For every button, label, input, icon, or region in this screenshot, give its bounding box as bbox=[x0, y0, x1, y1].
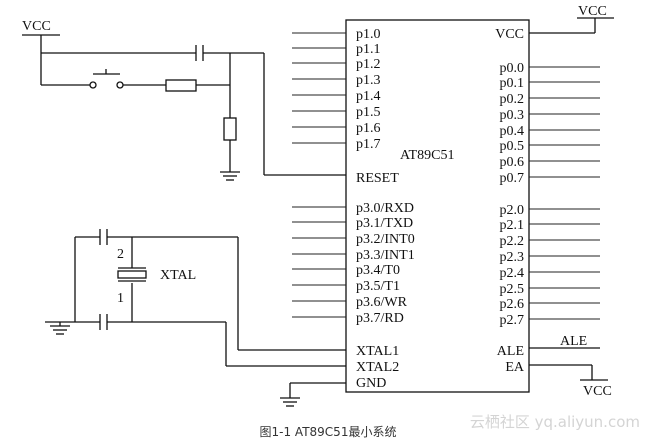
reset-pulldown-resistor bbox=[223, 117, 237, 141]
pin-label-vcc: VCC bbox=[495, 27, 524, 42]
pin-label-p2-7: p2.7 bbox=[500, 313, 525, 328]
pin-label-p1-2: p1.2 bbox=[356, 57, 381, 72]
chip-body bbox=[345, 19, 530, 393]
pin-label-ea: EA bbox=[505, 360, 525, 375]
ale-output: ALE bbox=[529, 334, 600, 349]
pin-label-p0-5: p0.5 bbox=[500, 139, 525, 154]
crystal-symbol bbox=[117, 267, 147, 282]
reset-pushbutton bbox=[89, 69, 124, 89]
crystal-capacitor-2 bbox=[99, 229, 108, 245]
ale-output-label: ALE bbox=[560, 334, 587, 349]
pin-label-p0-1: p0.1 bbox=[500, 76, 525, 91]
pin-label-p1-3: p1.3 bbox=[356, 73, 381, 88]
pin-label-p1-0: p1.0 bbox=[356, 27, 381, 42]
reset-capacitor bbox=[195, 45, 204, 61]
pin-label-p2-0: p2.0 bbox=[500, 203, 525, 218]
watermark: 云栖社区 yq.aliyun.com bbox=[470, 413, 640, 431]
vcc-reset-label: VCC bbox=[22, 19, 51, 34]
pin-label-p0-3: p0.3 bbox=[500, 108, 525, 123]
pin-label-p2-1: p2.1 bbox=[500, 218, 525, 233]
pin-label-p1-5: p1.5 bbox=[356, 105, 381, 120]
pin-label-p2-3: p2.3 bbox=[500, 250, 525, 265]
pin-label-p0-0: p0.0 bbox=[500, 61, 525, 76]
pin-label-p1-6: p1.6 bbox=[356, 121, 381, 136]
crystal-capacitor-1 bbox=[99, 314, 108, 330]
xtal-label: XTAL bbox=[160, 268, 196, 283]
cap-number-2: 2 bbox=[117, 247, 124, 262]
figure-caption: 图1-1 AT89C51最小系统 bbox=[260, 425, 397, 439]
pin-label-p2-4: p2.4 bbox=[500, 266, 525, 281]
pin-label-p1-4: p1.4 bbox=[356, 89, 381, 104]
pin-label-ale: ALE bbox=[497, 344, 524, 359]
vcc-ea-label: VCC bbox=[583, 384, 612, 399]
ea-vcc-symbol: VCC bbox=[529, 364, 612, 399]
pin-label-p3-7-rd: p3.7/RD bbox=[356, 311, 404, 326]
chip-name: AT89C51 bbox=[400, 148, 454, 163]
cap-number-1: 1 bbox=[117, 291, 124, 306]
pin-label-gnd: GND bbox=[356, 376, 386, 391]
pin-label-p2-2: p2.2 bbox=[500, 234, 525, 249]
pin-label-p0-4: p0.4 bbox=[500, 124, 525, 139]
reset-ground-symbol bbox=[220, 171, 240, 181]
vcc-top-label: VCC bbox=[578, 4, 607, 19]
pin-label-p3-4-t0: p3.4/T0 bbox=[356, 263, 400, 278]
pin-label-xtal1: XTAL1 bbox=[356, 344, 399, 359]
pin-label-p2-6: p2.6 bbox=[500, 297, 525, 312]
vcc-top-symbol: VCC bbox=[529, 4, 614, 34]
pin-label-p3-3-int1: p3.3/INT1 bbox=[356, 248, 415, 263]
pin-label-p1-7: p1.7 bbox=[356, 137, 381, 152]
pin-label-xtal2: XTAL2 bbox=[356, 360, 399, 375]
pin-label-p3-6-wr: p3.6/WR bbox=[356, 295, 408, 310]
reset-series-resistor bbox=[165, 79, 197, 92]
pin-label-p0-2: p0.2 bbox=[500, 92, 525, 107]
pin-label-p3-1-txd: p3.1/TXD bbox=[356, 216, 413, 231]
pin-label-p2-5: p2.5 bbox=[500, 282, 525, 297]
crystal-ground-symbol bbox=[50, 325, 70, 335]
pin-label-p3-2-int0: p3.2/INT0 bbox=[356, 232, 415, 247]
reset-circuit: VCC bbox=[22, 19, 346, 181]
crystal-circuit: XTAL 2 1 bbox=[45, 229, 346, 367]
pin-label-p1-1: p1.1 bbox=[356, 42, 381, 57]
pin-label-p0-7: p0.7 bbox=[500, 171, 525, 186]
right-pin-group: VCCp0.0p0.1p0.2p0.3p0.4p0.5p0.6p0.7p2.0p… bbox=[495, 27, 600, 375]
pin-label-reset: RESET bbox=[356, 171, 399, 186]
pin-label-p3-5-t1: p3.5/T1 bbox=[356, 279, 400, 294]
chip-ground bbox=[280, 382, 346, 407]
pin-label-p3-0-rxd: p3.0/RXD bbox=[356, 201, 414, 216]
pin-label-p0-6: p0.6 bbox=[500, 155, 525, 170]
